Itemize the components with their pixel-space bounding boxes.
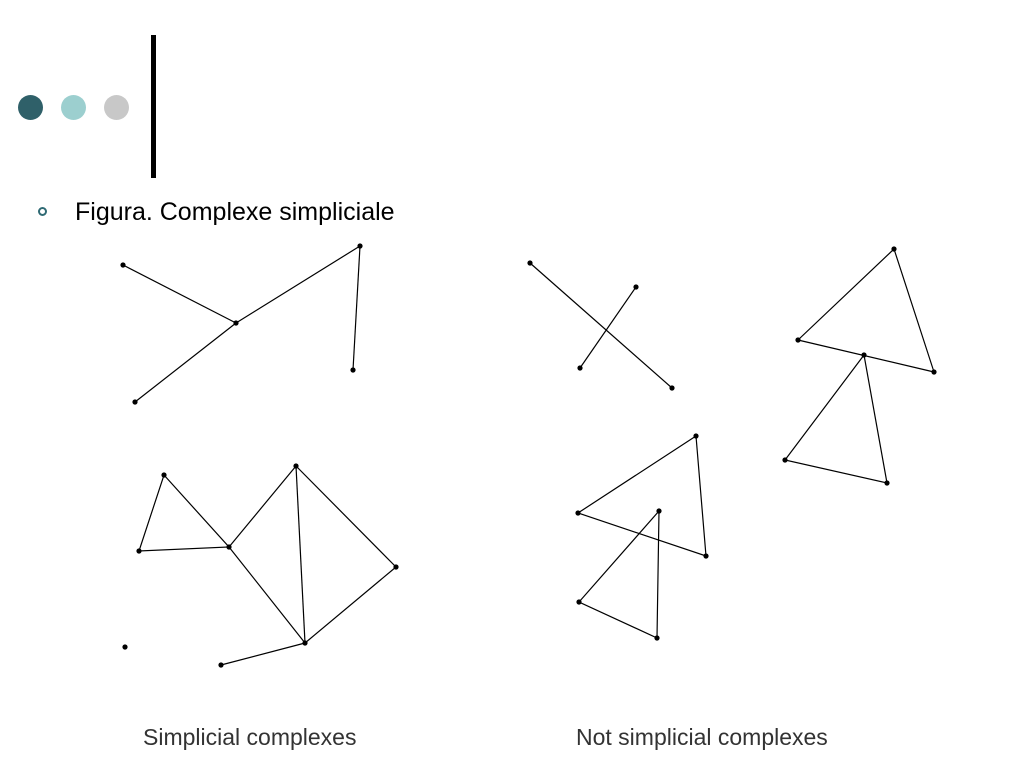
edge	[134, 322, 237, 403]
vertex	[527, 260, 533, 266]
vertex	[577, 365, 583, 371]
header-dot-dark-icon	[18, 95, 43, 120]
vertex	[693, 433, 699, 439]
figure-edges	[122, 245, 935, 666]
vertex	[931, 369, 937, 375]
triangle	[576, 434, 707, 557]
vertex	[218, 662, 224, 668]
vertex	[120, 262, 126, 268]
header-dot-gray-icon	[104, 95, 129, 120]
triangle	[783, 353, 888, 484]
edge	[304, 566, 397, 644]
vertex	[795, 337, 801, 343]
header-divider-bar	[151, 35, 156, 178]
edge	[228, 546, 306, 644]
vertex	[891, 246, 897, 252]
vertex	[575, 510, 581, 516]
vertex	[576, 599, 582, 605]
edge	[295, 465, 397, 568]
vertex	[122, 644, 128, 650]
vertex	[357, 243, 363, 249]
vertex	[654, 635, 660, 641]
bullet-icon	[38, 207, 47, 216]
vertex	[782, 457, 788, 463]
edge	[235, 245, 361, 324]
vertex	[226, 544, 232, 550]
edge	[352, 245, 361, 371]
vertex	[633, 284, 639, 290]
edge	[122, 264, 237, 324]
triangle	[578, 509, 660, 639]
edge	[295, 465, 306, 644]
slide-heading: Figura. Complexe simpliciale	[75, 198, 395, 226]
vertex	[161, 472, 167, 478]
vertex	[884, 480, 890, 486]
edge	[220, 642, 306, 666]
vertex	[656, 508, 662, 514]
vertex	[302, 640, 308, 646]
edge	[228, 465, 297, 548]
vertex	[393, 564, 399, 570]
vertex	[350, 367, 356, 373]
edge	[529, 262, 673, 389]
vertex	[861, 352, 867, 358]
figure-vertices	[120, 243, 937, 668]
edge	[579, 286, 637, 369]
vertex	[703, 553, 709, 559]
caption-simplicial: Simplicial complexes	[143, 724, 357, 750]
vertex	[669, 385, 675, 391]
vertex	[233, 320, 239, 326]
triangle	[138, 473, 231, 552]
header-dot-teal-icon	[61, 95, 86, 120]
caption-not-simplicial: Not simplicial complexes	[576, 724, 828, 750]
vertex	[136, 548, 142, 554]
vertex	[293, 463, 299, 469]
vertex	[132, 399, 138, 405]
